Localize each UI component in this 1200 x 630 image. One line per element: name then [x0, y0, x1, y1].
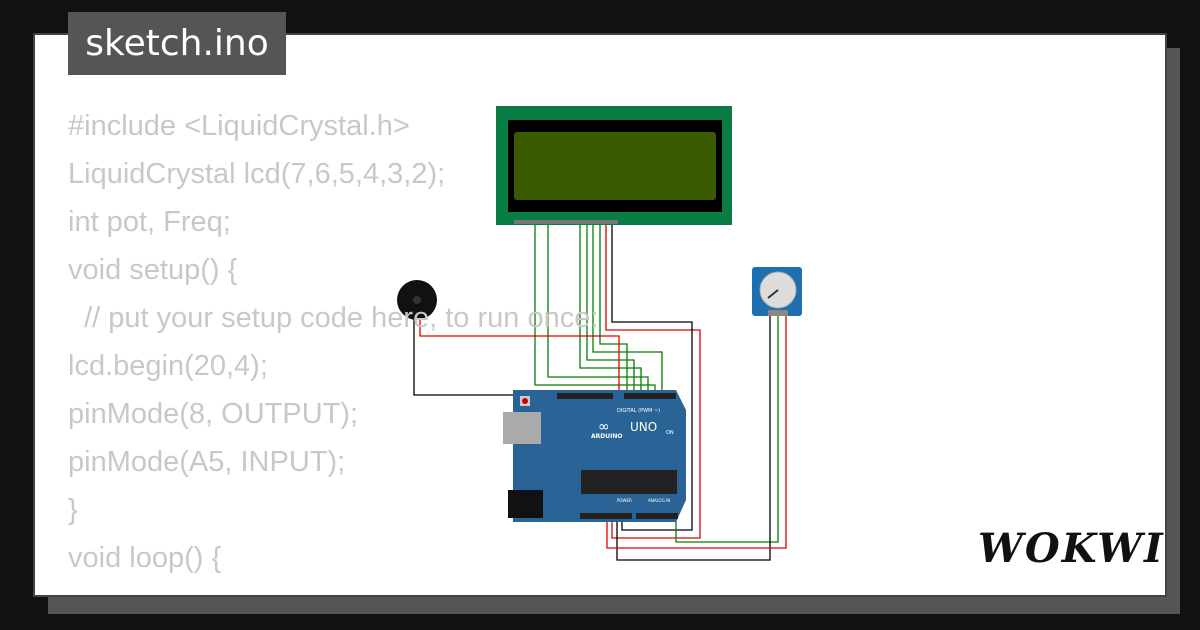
buzzer[interactable] [397, 280, 437, 320]
code-line: void setup() { [68, 254, 238, 286]
code-line: pinMode(8, OUTPUT); [68, 398, 359, 430]
lcd-display[interactable] [496, 106, 732, 225]
on-label: ON [666, 430, 674, 436]
code-preview: #include <LiquidCrystal.h> LiquidCrystal … [68, 102, 598, 593]
digital-label: DIGITAL (PWM ~) [617, 408, 660, 414]
code-line: #include <LiquidCrystal.h> [68, 110, 410, 142]
code-line: LiquidCrystal lcd(7,6,5,4,3,2); [68, 158, 446, 190]
power-label: POWER [617, 498, 632, 503]
model-label: UNO [630, 420, 657, 434]
code-line: pot = analogRead(A5); [68, 582, 598, 593]
code-line: pinMode(A5, INPUT); [68, 446, 346, 478]
code-line: void loop() { [68, 542, 222, 574]
analog-label: ANALOG IN [648, 498, 670, 503]
brand-label: ARDUINO [591, 433, 622, 440]
wokwi-logo: WOKWI [978, 525, 1165, 572]
arduino-uno[interactable]: DIGITAL (PWM ~) ARDUINO UNO ON POWER ANA… [503, 390, 686, 522]
potentiometer[interactable] [752, 267, 802, 316]
code-line: // put your setup code here, to run once… [68, 302, 599, 334]
arduino-logo-icon: ∞ [598, 419, 610, 435]
code-line: int pot, Freq; [68, 206, 231, 238]
wires [413, 225, 787, 561]
file-tab[interactable]: sketch.ino [68, 12, 286, 75]
code-line: lcd.begin(20,4); [68, 350, 268, 382]
code-line: } [68, 494, 78, 526]
